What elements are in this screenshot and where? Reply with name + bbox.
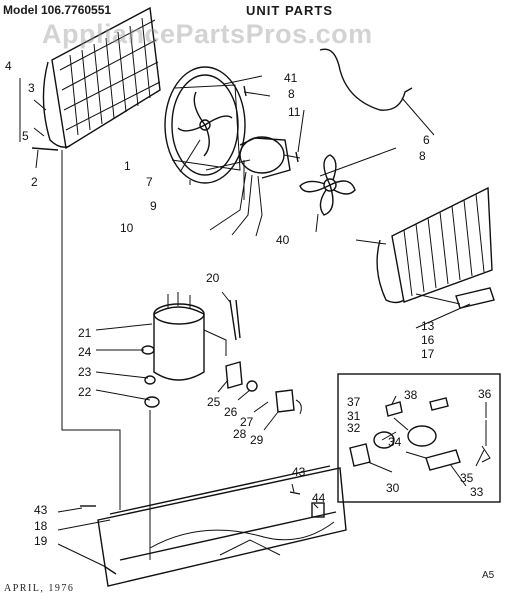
callout-40: 40 (276, 233, 290, 247)
callout-28: 28 (233, 427, 247, 441)
callout-13: 13 (421, 319, 435, 333)
model-number: Model 106.7760551 (3, 3, 112, 17)
callout-43: 43 (292, 465, 306, 479)
callout-21: 21 (78, 326, 92, 340)
callout-37: 37 (347, 395, 361, 409)
blower-wheel (177, 91, 233, 157)
page-title: UNIT PARTS (246, 3, 334, 18)
callout-33: 33 (470, 485, 484, 499)
callout-11: 11 (288, 105, 301, 119)
callout-4: 4 (5, 59, 12, 73)
callout-35: 35 (460, 471, 474, 485)
refrigerant-tube (319, 48, 413, 111)
callout-10: 10 (120, 221, 134, 235)
callout-31: 31 (347, 409, 361, 423)
watermark: AppliancePartsPros.com (42, 19, 373, 49)
callout-36: 36 (478, 387, 492, 401)
callout-34: 34 (388, 435, 402, 449)
callout-5: 5 (22, 129, 29, 143)
callout-44: 44 (312, 491, 326, 505)
callout-17: 17 (421, 347, 435, 361)
revision-date: APRIL, 1976 (4, 583, 75, 594)
callout-numbers: 4 3 5 2 1 7 9 10 41 8 11 6 8 40 20 21 24… (5, 59, 492, 548)
fan-shroud (164, 66, 246, 184)
filter-clip (455, 287, 495, 309)
callout-24: 24 (78, 345, 92, 359)
page-code: A5 (482, 570, 495, 581)
callout-20: 20 (206, 271, 220, 285)
fan-motor (209, 136, 301, 237)
callout-19: 19 (34, 534, 48, 548)
callout-29: 29 (250, 433, 264, 447)
callout-25: 25 (207, 395, 221, 409)
callout-22: 22 (78, 385, 92, 399)
callout-8b: 8 (419, 149, 426, 163)
callout-3: 3 (28, 81, 35, 95)
callout-2: 2 (31, 175, 38, 189)
evaporator-coil (355, 186, 493, 304)
base-pan (97, 465, 347, 587)
leader-lines (19, 75, 487, 567)
callout-30: 30 (386, 481, 400, 495)
callout-27: 27 (240, 415, 254, 429)
condenser-fan (299, 154, 356, 216)
callout-9: 9 (150, 199, 157, 213)
callout-26: 26 (224, 405, 238, 419)
callout-8: 8 (288, 87, 295, 101)
callout-16: 16 (421, 333, 435, 347)
component-kit-box (337, 373, 501, 503)
callout-41: 41 (284, 71, 298, 85)
callout-43b: 43 (34, 503, 48, 517)
wiring-harness (229, 299, 241, 341)
callout-6: 6 (423, 133, 430, 147)
screws (80, 85, 301, 575)
callout-23: 23 (78, 365, 92, 379)
callout-1: 1 (124, 159, 131, 173)
callout-38: 38 (404, 388, 418, 402)
condenser-coil (31, 6, 161, 151)
compressor (141, 292, 227, 408)
callout-7: 7 (146, 175, 153, 189)
callout-18: 18 (34, 519, 48, 533)
callout-32: 32 (347, 421, 361, 435)
